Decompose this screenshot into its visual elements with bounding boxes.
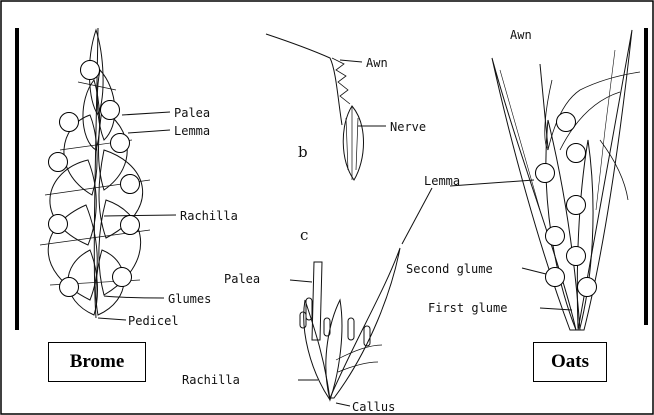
label-brome-pedicel: Pedicel	[128, 314, 179, 328]
label-oats-first-glume: First glume	[428, 301, 507, 315]
oats-marker[interactable]	[566, 246, 586, 266]
oats-marker[interactable]	[545, 226, 565, 246]
oats-marker[interactable]	[566, 195, 586, 215]
label-b-awn: Awn	[366, 56, 388, 70]
brome-marker[interactable]	[48, 214, 68, 234]
label-brome-rachilla: Rachilla	[180, 209, 238, 223]
label-oats-awn: Awn	[510, 28, 532, 42]
brome-title-box: Brome	[48, 342, 146, 382]
oats-marker[interactable]	[545, 267, 565, 287]
brome-marker[interactable]	[80, 60, 100, 80]
b-awn-line	[266, 34, 342, 125]
label-c-lemma: Lemma	[424, 174, 460, 188]
brome-title: Brome	[70, 351, 125, 373]
label-c-rachilla: Rachilla	[182, 373, 240, 387]
label-brome-glumes: Glumes	[168, 292, 211, 306]
brome-marker[interactable]	[100, 100, 120, 120]
c-lemma-shape	[330, 248, 400, 398]
brome-marker[interactable]	[110, 133, 130, 153]
oats-marker[interactable]	[566, 143, 586, 163]
c-palea-shape	[312, 262, 322, 340]
label-oats-second-glume: Second glume	[406, 262, 493, 276]
oats-marker[interactable]	[577, 277, 597, 297]
brome-marker[interactable]	[59, 277, 79, 297]
label-b-nerve: Nerve	[390, 120, 426, 134]
brome-marker[interactable]	[120, 174, 140, 194]
label-c-palea: Palea	[224, 272, 260, 286]
label-c-callus: Callus	[352, 400, 395, 414]
figure-letter-c: c	[300, 226, 308, 244]
oats-title: Oats	[551, 351, 589, 373]
oats-marker[interactable]	[556, 112, 576, 132]
figure-letter-b: b	[298, 143, 308, 161]
figure-c-floret	[290, 188, 432, 406]
oats-spikelet	[492, 30, 640, 330]
brome-marker[interactable]	[120, 215, 140, 235]
brome-marker[interactable]	[112, 267, 132, 287]
brome-marker[interactable]	[48, 152, 68, 172]
label-brome-palea: Palea	[174, 106, 210, 120]
brome-marker[interactable]	[59, 112, 79, 132]
oats-marker[interactable]	[535, 163, 555, 183]
oats-title-box: Oats	[533, 342, 607, 382]
label-brome-lemma: Lemma	[174, 124, 210, 138]
